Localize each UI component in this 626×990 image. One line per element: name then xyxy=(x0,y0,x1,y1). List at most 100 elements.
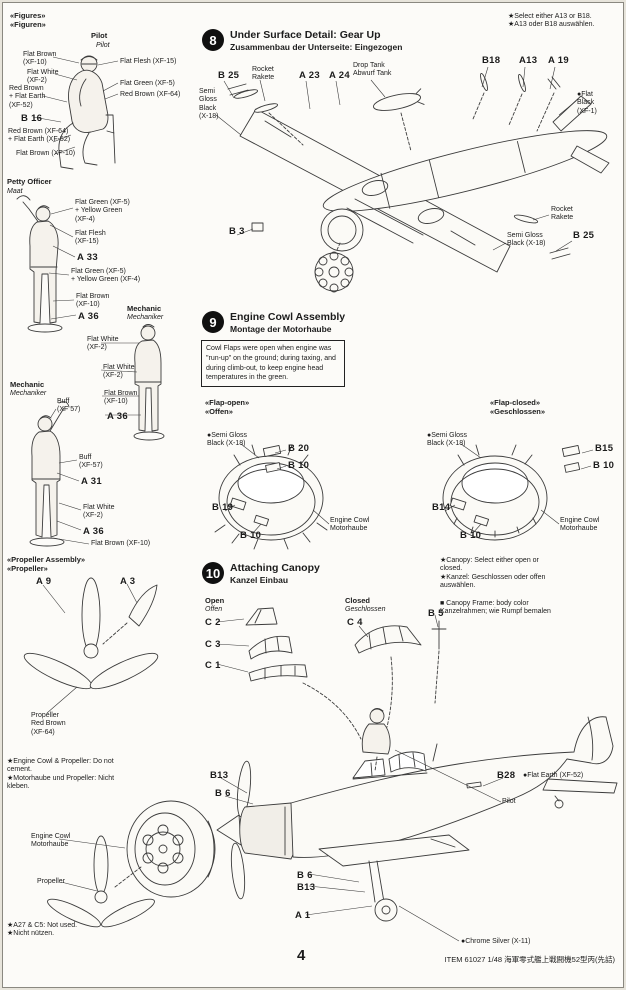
part-label: B 10 xyxy=(288,460,310,471)
part-label: B 25 xyxy=(573,230,595,241)
part-label: A 23 xyxy=(299,70,320,81)
part-label: B28 xyxy=(497,770,516,781)
part-label: C 1 xyxy=(205,660,221,671)
paint-callout: Red Brown (XF-64) + Flat Earth (XF-52) xyxy=(8,128,71,144)
part-label: B 6 xyxy=(297,870,313,881)
step-10-subtitle: Kanzel Einbau xyxy=(230,575,289,585)
part-label: B 10 xyxy=(460,530,482,541)
pilot-heading: Pilot xyxy=(91,31,108,40)
paint-callout: Flat Brown (XF-10) xyxy=(104,390,138,406)
paint-callout: ●Chrome Silver (X-11) xyxy=(461,938,531,945)
paint-callout: Semi Gloss Black (X-18) xyxy=(199,88,219,121)
paint-callout: Flat Brown (XF-10) xyxy=(91,540,151,547)
canopy-select-note: ★Canopy: Select either open or closed. ★… xyxy=(440,557,546,590)
canopy-frame-note: ■ Canopy Frame: body color Kanzelrahmen;… xyxy=(440,600,551,616)
paint-callout: ●Flat Black (XF-1) xyxy=(577,91,597,115)
part-label: B 25 xyxy=(218,70,240,81)
paint-callout: Flat Brown (XF-10) xyxy=(16,150,76,157)
paint-callout: Buff (XF-57) xyxy=(79,454,103,470)
step-10-header: 10 Attaching Canopy Kanzel Einbau xyxy=(202,562,320,585)
part-label: C 2 xyxy=(205,617,221,628)
step-9-header: 9 Engine Cowl Assembly Montage der Motor… xyxy=(202,311,345,334)
page-number: 4 xyxy=(297,947,306,964)
propeller-assembly-heading: «Propeller Assembly» «Propeller» xyxy=(7,555,86,573)
not-used-note: ★A27 & C5: Not used. ★Nicht nützen. xyxy=(7,922,78,938)
part-label: A 3 xyxy=(120,576,136,587)
mechanic-2-subheading: Mechaniker xyxy=(10,390,47,397)
part-label: C 4 xyxy=(347,617,363,628)
open-heading: Open xyxy=(205,596,225,605)
paint-callout: Red Brown + Flat Earth (XF-52) xyxy=(9,85,46,109)
no-cement-note: ★Engine Cowl & Propeller: Do not cement.… xyxy=(7,758,115,791)
petty-officer-heading: Petty Officer xyxy=(7,177,52,186)
paint-callout: ●Semi Gloss Black (X-18) xyxy=(207,432,248,448)
step-8-header: 8 Under Surface Detail: Gear Up Zusammen… xyxy=(202,29,402,52)
step-9-number-badge: 9 xyxy=(202,311,224,333)
paint-callout: Flat White (XF-2) xyxy=(27,69,59,85)
part-label: B 10 xyxy=(240,530,262,541)
part-label: A13 xyxy=(519,55,538,66)
paint-callout: Flat Flesh (XF-15) xyxy=(120,58,177,65)
pilot-label: Pilot xyxy=(502,798,516,805)
paint-callout: ●Semi Gloss Black (X-18) xyxy=(427,432,468,448)
mechanic-2-heading: Mechanic xyxy=(10,380,45,389)
engine-cowl-label: Engine Cowl Motorhaube xyxy=(330,517,370,533)
paint-callout: Flat Brown (XF-10) xyxy=(23,51,57,67)
part-label: A 1 xyxy=(295,910,311,921)
part-label: B18 xyxy=(482,55,501,66)
open-subheading: Offen xyxy=(205,606,223,613)
part-label: A 36 xyxy=(78,311,99,322)
flap-closed-heading: «Flap-closed» «Geschlossen» xyxy=(490,398,546,416)
part-label: B 20 xyxy=(288,443,310,454)
rocket-label: Rocket Rakete xyxy=(252,66,275,82)
drop-tank-label: Drop Tank Abwurf Tank xyxy=(353,62,392,78)
paint-callout: Flat Green (XF-5) + Yellow Green (XF-4) xyxy=(75,199,130,223)
rocket-label: Rocket Rakete xyxy=(551,206,574,222)
part-label: A 36 xyxy=(83,526,104,537)
paint-callout: Flat Green (XF-5) + Yellow Green (XF-4) xyxy=(71,268,141,284)
part-label: A 36 xyxy=(107,411,128,422)
mechanic-subheading: Mechaniker xyxy=(127,314,164,321)
paint-callout: Flat Brown (XF-10) xyxy=(76,293,110,309)
part-label: B 19 xyxy=(212,502,234,513)
cowl-flaps-note: Cowl Flaps were open when engine was "ru… xyxy=(201,340,345,388)
figures-heading: «Figures» «Figuren» xyxy=(10,11,46,29)
select-a13-b18-note: ★Select either A13 or B18. ★A13 oder B18… xyxy=(508,13,595,29)
part-label: A 33 xyxy=(77,252,98,263)
part-label: A 19 xyxy=(548,55,569,66)
paint-callout: Semi Gloss Black (X-18) xyxy=(507,232,546,248)
closed-subheading: Geschlossen xyxy=(345,606,386,613)
closed-heading: Closed xyxy=(345,596,371,605)
paint-callout: Flat Green (XF-5) xyxy=(120,80,175,87)
part-label: A 24 xyxy=(329,70,350,81)
part-label: B14 xyxy=(432,502,451,513)
part-label: A 9 xyxy=(36,576,52,587)
paint-callout: Red Brown (XF-64) xyxy=(120,91,181,98)
part-label: B 16 xyxy=(21,113,43,124)
paint-callout: Propeller Red Brown (XF-64) xyxy=(31,712,66,736)
step-10-title: Attaching Canopy xyxy=(230,562,320,574)
step-10-number-badge: 10 xyxy=(202,562,224,584)
part-label: C 3 xyxy=(205,639,221,650)
paint-callout: Flat White (XF-2) xyxy=(103,364,135,380)
footer-item-text: ITEM 61027 1/48 海軍零式艦上戦闘機52型丙(先詰) xyxy=(444,955,615,964)
step-9-subtitle: Montage der Motorhaube xyxy=(230,324,332,334)
step-8-subtitle: Zusammenbau der Unterseite: Eingezogen xyxy=(230,42,403,52)
paint-callout: Flat White (XF-2) xyxy=(83,504,115,520)
pilot-subheading: Pilot xyxy=(96,42,110,49)
engine-cowl-label: Engine Cowl Motorhaube xyxy=(560,517,600,533)
step-8-number-badge: 8 xyxy=(202,29,224,51)
paint-callout: Buff (XF 57) xyxy=(57,398,81,414)
part-label: B13 xyxy=(297,882,316,893)
paint-callout: Flat White (XF-2) xyxy=(87,336,119,352)
step-8-title: Under Surface Detail: Gear Up xyxy=(230,29,381,41)
step-9-title: Engine Cowl Assembly xyxy=(230,311,346,323)
paint-callout: ●Flat Earth (XF-52) xyxy=(523,772,584,779)
petty-officer-subheading: Maat xyxy=(7,188,23,195)
part-label: B 3 xyxy=(229,226,245,237)
propeller-label: Propeller xyxy=(37,878,66,885)
mechanic-heading: Mechanic xyxy=(127,304,162,313)
